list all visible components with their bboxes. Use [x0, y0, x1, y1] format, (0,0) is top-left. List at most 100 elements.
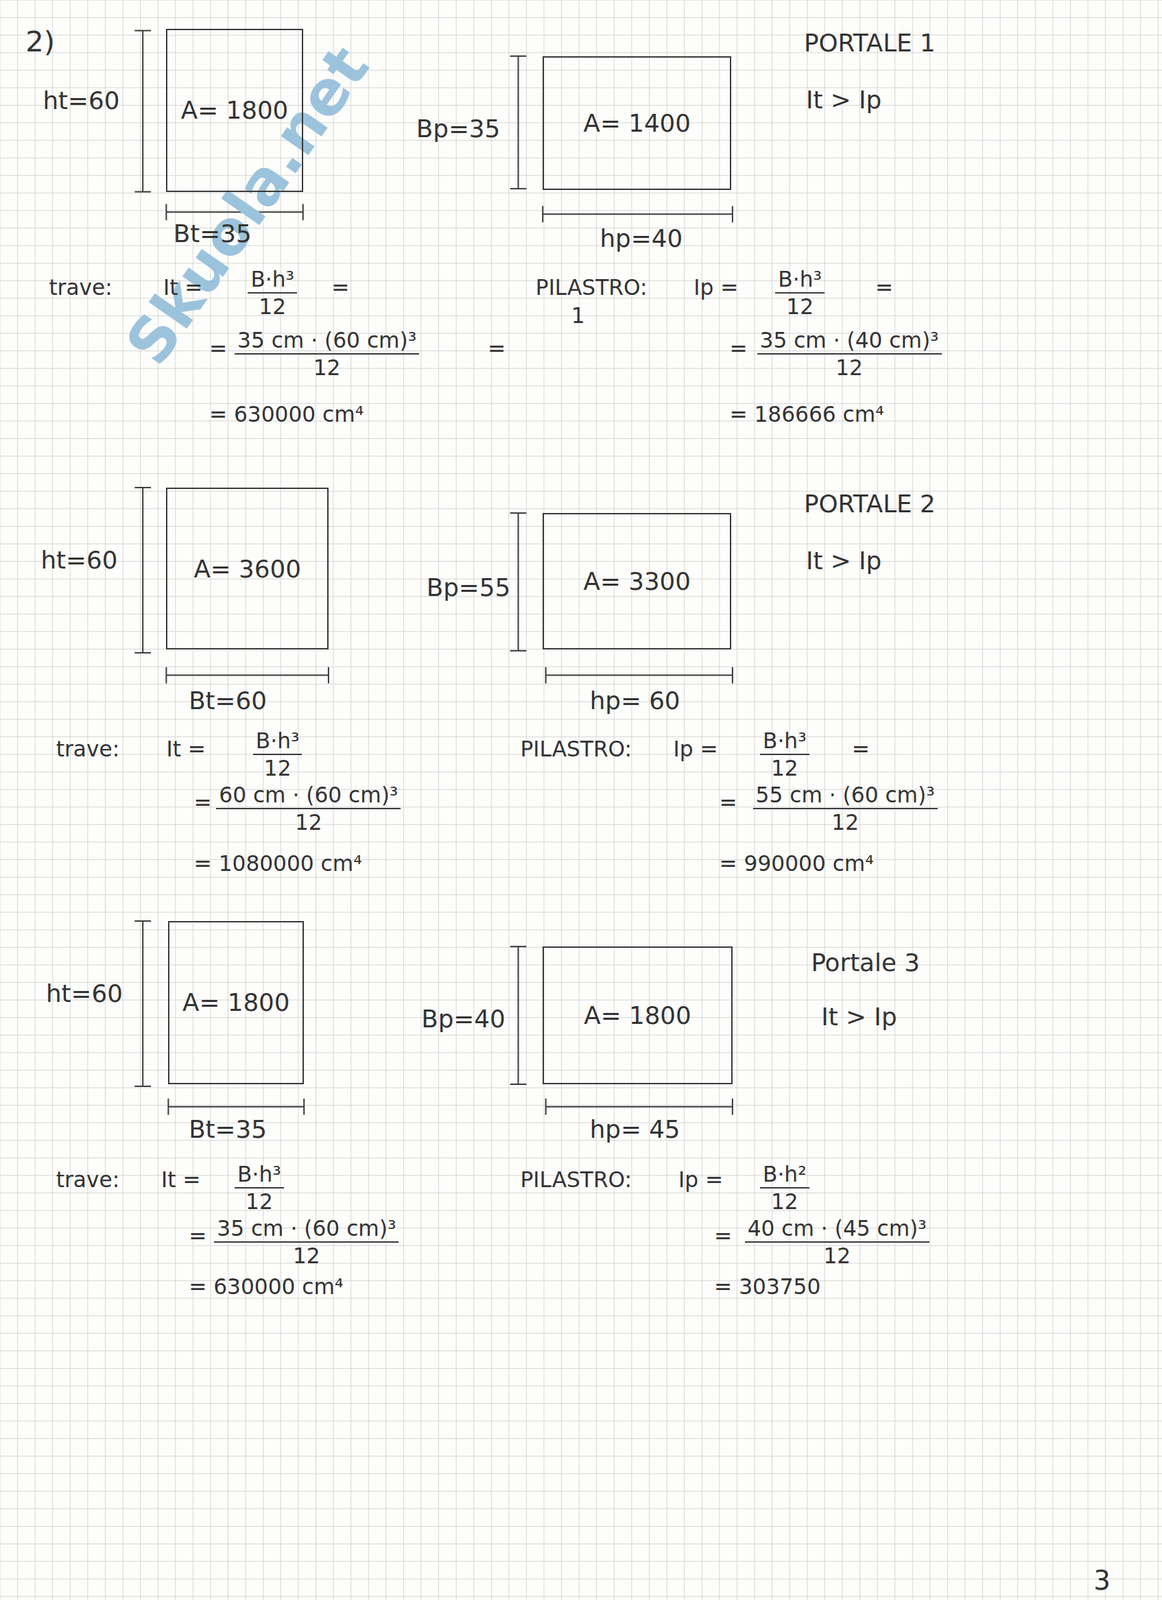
grid-line [0, 1262, 1162, 1264]
grid-line [947, 0, 948, 1600]
grid-line [0, 69, 1162, 71]
dimension-line [510, 187, 527, 190]
fraction-numerator: B·h³ [234, 1162, 284, 1189]
grid-line [0, 438, 1162, 440]
section-rectangle: A= 1800 [168, 921, 304, 1085]
grid-line [508, 0, 509, 1600]
area-value: A= 1800 [182, 988, 290, 1017]
grid-line [0, 877, 1162, 879]
grid-line [0, 1491, 1162, 1492]
note-text: 2) [25, 25, 55, 59]
grid-line [0, 929, 1162, 931]
grid-line [0, 209, 1162, 211]
watermark: Skuola.net [112, 33, 383, 378]
dimension-line [510, 55, 527, 57]
note-text: ht=60 [40, 546, 118, 575]
note-text: It = [163, 275, 204, 301]
grid-line [1122, 0, 1124, 1600]
fraction-denominator: 12 [245, 1190, 274, 1215]
grid-line [0, 1140, 1162, 1141]
grid-line [0, 157, 1162, 159]
dimension-line [134, 920, 151, 922]
grid-line [1052, 0, 1053, 1600]
dimension-line [546, 1106, 733, 1108]
note-text: PILASTRO: [520, 1168, 633, 1193]
grid-line [0, 964, 1162, 966]
note-text: Bp=40 [421, 1004, 505, 1034]
grid-line [0, 718, 1162, 720]
grid-line [0, 508, 1162, 509]
note-text: Ip = [673, 737, 719, 763]
dimension-line [141, 921, 144, 1087]
grid-line [1105, 0, 1106, 1600]
note-text: Bt=35 [173, 219, 252, 248]
grid-line [438, 0, 440, 1600]
grid-line [0, 1280, 1162, 1282]
grid-line [0, 1526, 1162, 1527]
fraction-numerator: 60 cm · (60 cm)³ [216, 783, 401, 810]
grid-line [0, 1473, 1162, 1475]
note-text: 1 [571, 303, 586, 329]
fraction-numerator: B·h² [760, 1162, 810, 1189]
grid-line [0, 824, 1162, 826]
note-text: PILASTRO: [520, 737, 633, 763]
grid-line [0, 1070, 1162, 1071]
dimension-line [545, 667, 547, 684]
fraction-numerator: B·h³ [760, 729, 810, 756]
note-text: = [194, 790, 212, 816]
grid-line [0, 982, 1162, 983]
dimension-line [141, 30, 144, 193]
note-text: Bt=60 [188, 686, 267, 715]
grid-line [543, 0, 545, 1600]
grid-line [0, 385, 1162, 387]
grid-line [0, 1245, 1162, 1247]
grid-line [526, 0, 527, 1600]
note-text: trave: [56, 737, 120, 763]
fraction-denominator: 12 [831, 810, 859, 836]
grid-line [982, 0, 983, 1600]
grid-line [596, 0, 597, 1600]
grid-line [0, 122, 1162, 124]
grid-line [0, 1017, 1162, 1018]
grid-line [0, 666, 1162, 668]
fraction-denominator: 12 [771, 1190, 799, 1215]
grid-line [0, 894, 1162, 896]
note-text: PORTALE 2 [803, 489, 936, 518]
dimension-line [165, 667, 167, 684]
note-text: = 303750 [714, 1275, 821, 1300]
note-text: = [714, 1224, 732, 1250]
note-text: Ip = [693, 275, 739, 301]
grid-line [0, 34, 1162, 36]
grid-line [0, 473, 1162, 474]
grid-line [578, 0, 580, 1600]
dimension-line [510, 1083, 527, 1086]
dimension-line [134, 1085, 151, 1088]
grid-line [1017, 0, 1018, 1600]
grid-line [0, 1052, 1162, 1053]
area-value: A= 3300 [583, 567, 691, 596]
grid-line [0, 1210, 1162, 1212]
grid-line [0, 0, 1162, 1]
grid-line [0, 1035, 1162, 1036]
note-text: = 630000 cm⁴ [209, 402, 364, 428]
note-text: trave: [56, 1168, 120, 1193]
note-text: Ip = [678, 1168, 723, 1193]
fraction-denominator: 12 [786, 294, 814, 320]
area-value: A= 3600 [193, 554, 301, 584]
section-rectangle: A= 1400 [542, 56, 732, 191]
area-value: A= 1800 [181, 96, 289, 125]
note-text: Bp=55 [426, 573, 511, 602]
dimension-line [542, 213, 733, 215]
area-value: A= 1800 [583, 1001, 691, 1030]
dimension-line [546, 674, 733, 677]
dimension-line [517, 513, 520, 651]
dimension-line [166, 674, 328, 677]
grid-line [0, 1315, 1162, 1317]
grid-line [0, 0, 1, 1600]
note-text: = 1080000 cm⁴ [194, 851, 363, 877]
note-text: ht=60 [42, 86, 120, 115]
note-text: = [875, 275, 894, 301]
grid-line [964, 0, 966, 1600]
note-text: ht=60 [45, 979, 123, 1008]
note-text: It > Ip [805, 85, 882, 114]
